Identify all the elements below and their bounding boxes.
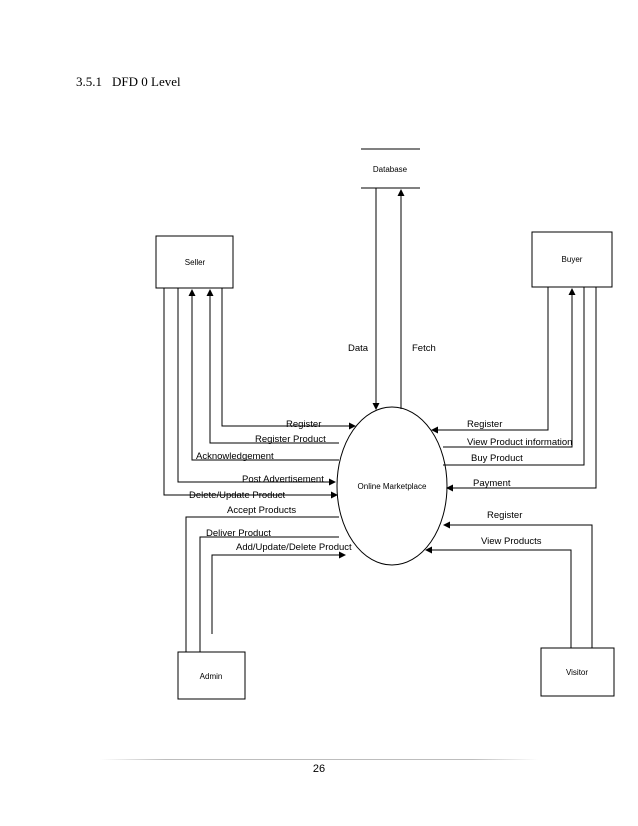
- flow-admin-accept-line: [185, 516, 339, 652]
- entity-admin-label: Admin: [200, 672, 223, 681]
- entity-visitor-label: Visitor: [566, 668, 588, 677]
- flow-admin-add-update-delete-label: Add/Update/Delete Product: [236, 542, 352, 553]
- entity-buyer-label: Buyer: [562, 255, 583, 264]
- page-number: 26: [312, 763, 326, 775]
- entity-admin: Admin: [177, 651, 246, 700]
- database-label: Database: [373, 165, 408, 174]
- flow-admin-add-update-delete-line: [211, 551, 346, 634]
- process-label: Online Marketplace: [358, 482, 427, 491]
- entity-seller-label: Seller: [185, 258, 206, 267]
- entity-visitor: Visitor: [540, 647, 615, 697]
- process-online-marketplace: Online Marketplace: [336, 406, 448, 566]
- flow-buyer-view-info-line: [443, 288, 576, 448]
- flow-buyer-register-line: [431, 287, 549, 434]
- flow-seller-post-ad-line: [177, 288, 336, 486]
- flow-buyer-buy-line: [443, 287, 585, 466]
- flow-visitor-register-label: Register: [487, 510, 522, 521]
- flow-visitor-view-line: [425, 546, 572, 648]
- flow-admin-deliver-label: Deliver Product: [206, 528, 271, 539]
- flow-visitor-register-line: [443, 521, 593, 648]
- flow-seller-register-line: [221, 288, 356, 430]
- flow-buyer-payment-line: [446, 287, 597, 492]
- flow-seller-acknowledgement-line: [188, 289, 339, 461]
- flow-admin-deliver-line: [199, 536, 339, 652]
- flow-buyer-buy-label: Buy Product: [471, 453, 523, 464]
- database-store: Database: [361, 148, 420, 189]
- flow-seller-delete-update-label: Delete/Update Product: [189, 490, 285, 501]
- flow-seller-delete-update-line: [163, 288, 338, 499]
- flow-data-label: Data: [348, 343, 369, 354]
- flow-buyer-payment-label: Payment: [473, 478, 511, 489]
- flow-fetch-label: Fetch: [412, 343, 436, 354]
- entity-buyer: Buyer: [531, 231, 613, 288]
- section-heading: 3.5.1 DFD 0 Level: [76, 74, 181, 90]
- flow-seller-acknowledgement-label: Acknowledgement: [196, 451, 274, 462]
- footer-rule: [100, 759, 538, 760]
- flow-seller-register-product-label: Register Product: [255, 434, 326, 445]
- flow-visitor-view-label: View Products: [481, 536, 542, 547]
- flow-buyer-view-info-label: View Product information: [467, 437, 572, 448]
- section-title: DFD 0 Level: [112, 74, 181, 89]
- entity-seller: Seller: [155, 235, 234, 289]
- section-number: 3.5.1: [76, 74, 102, 89]
- flow-admin-accept-label: Accept Products: [227, 505, 296, 516]
- flow-seller-register-product-line: [206, 289, 339, 444]
- flow-seller-post-ad-label: Post Advertisement: [242, 474, 324, 485]
- flow-seller-register-label: Register: [286, 419, 321, 430]
- flow-buyer-register-label: Register: [467, 419, 502, 430]
